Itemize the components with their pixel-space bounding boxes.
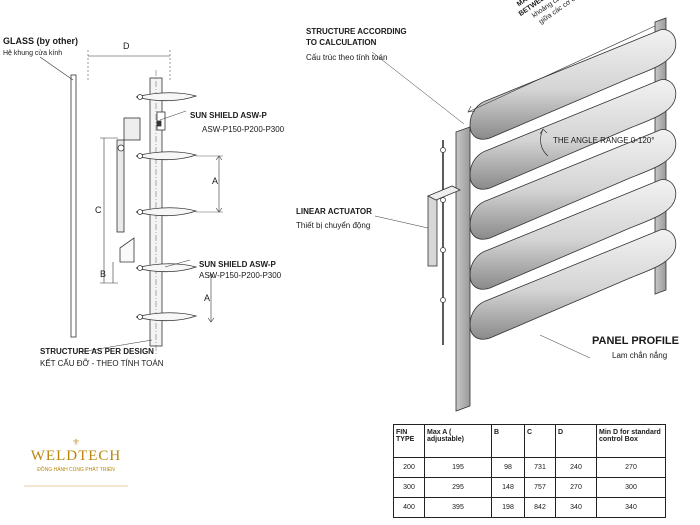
logo-slogan: ĐỒNG HÀNH CÙNG PHÁT TRIỂN xyxy=(37,467,115,473)
cell-max-a: 295 xyxy=(424,477,492,498)
panel-profile-subtitle: Lam chắn nắng xyxy=(612,351,668,360)
header-min-d: Min D for standard control Box xyxy=(596,424,666,458)
logo-name: WELDTECH xyxy=(30,448,122,464)
front-post xyxy=(455,126,471,412)
header-d: D xyxy=(555,424,597,458)
dim-label-a-lower: A xyxy=(204,293,211,303)
table-row: 400 395 198 842 340 340 xyxy=(393,497,666,518)
cell-max-a: 195 xyxy=(424,457,492,478)
isometric-view xyxy=(371,17,677,412)
cell-min-d: 300 xyxy=(596,477,666,498)
cell-b: 148 xyxy=(491,477,525,498)
iso-fins xyxy=(469,29,677,340)
cell-c: 842 xyxy=(524,497,556,518)
cell-c: 757 xyxy=(524,477,556,498)
cell-d: 240 xyxy=(555,457,597,478)
weldtech-logo: ⚜ WELDTECH ĐỒNG HÀNH CÙNG PHÁT TRIỂN xyxy=(22,437,130,473)
sun-shield-2-title: SUN SHIELD ASW-P xyxy=(199,260,276,269)
structure-design-title: STRUCTURE AS PER DESIGN xyxy=(40,347,154,356)
actuator-subtitle: Thiết bị chuyển động xyxy=(296,221,371,230)
logo-emblem-icon: ⚜ xyxy=(71,437,81,447)
cell-b: 198 xyxy=(491,497,525,518)
cell-b: 98 xyxy=(491,457,525,478)
sun-shield-1-title: SUN SHIELD ASW-P xyxy=(190,111,267,120)
header-max-a: Max A ( adjustable) xyxy=(424,424,492,458)
actuator-rod xyxy=(116,139,125,233)
structure-calc-title-2: TO CALCULATION xyxy=(306,38,377,47)
dim-label-a-upper: A xyxy=(212,176,219,186)
cell-max-a: 395 xyxy=(424,497,492,518)
cell-d: 340 xyxy=(555,497,597,518)
table-row: 300 295 148 757 270 300 xyxy=(393,477,666,498)
header-c: C xyxy=(524,424,556,458)
structure-calc-subtitle: Cấu trúc theo tính toán xyxy=(306,53,388,62)
header-b: B xyxy=(491,424,525,458)
glass-panel xyxy=(70,74,77,338)
dim-label-d: D xyxy=(123,41,130,51)
header-fin-type: FIN TYPE xyxy=(393,424,425,458)
section-view xyxy=(39,50,223,355)
glass-subtitle: Hệ khung cửa kính xyxy=(3,50,63,57)
sun-shield-1-models: ASW-P150-P200-P300 xyxy=(202,125,285,134)
cell-fin-type: 300 xyxy=(393,477,425,498)
fin-spec-table: FIN TYPE Max A ( adjustable) B C D Min D… xyxy=(393,424,666,518)
cell-fin-type: 400 xyxy=(393,497,425,518)
panel-profile-title: PANEL PROFILE xyxy=(592,335,679,347)
structure-design-subtitle: KẾT CẤU ĐỠ - THEO TÍNH TOÁN xyxy=(40,359,164,368)
cell-min-d: 340 xyxy=(596,497,666,518)
section-fins xyxy=(135,92,198,322)
glass-title: GLASS (by other) xyxy=(3,36,79,46)
table-row: 200 195 98 731 240 270 xyxy=(393,457,666,478)
cell-fin-type: 200 xyxy=(393,457,425,478)
iso-actuator xyxy=(427,195,438,267)
angle-range-label: THE ANGLE RANGE 0-120° xyxy=(553,136,655,145)
actuator-title: LINEAR ACTUATOR xyxy=(296,207,372,216)
sun-shield-2-models: ASW-P150-P200-P300 xyxy=(199,271,282,280)
dim-label-c: C xyxy=(95,205,102,215)
cell-c: 731 xyxy=(524,457,556,478)
cell-min-d: 270 xyxy=(596,457,666,478)
structure-calc-title-1: STRUCTURE ACCORDING xyxy=(306,27,407,36)
table-header-row: FIN TYPE Max A ( adjustable) B C D Min D… xyxy=(393,424,666,458)
dim-label-b: B xyxy=(100,269,107,279)
cell-d: 270 xyxy=(555,477,597,498)
